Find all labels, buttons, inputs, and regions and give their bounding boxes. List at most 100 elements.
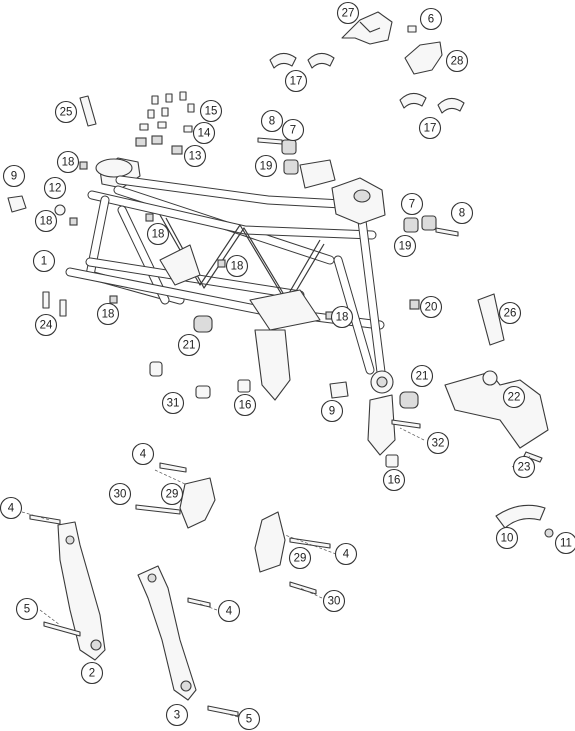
callout-number: 20 [425,302,438,314]
callout-number: 6 [428,14,434,26]
callout-number: 30 [328,596,341,608]
callout-circle [281,118,305,142]
callout-circle [160,482,184,506]
callout-circle [43,176,67,200]
callout-number: 19 [399,241,412,253]
callout-number: 5 [24,604,30,616]
callout-29: 29 [160,482,184,506]
callout-circle [502,385,526,409]
callout-circle [418,116,442,140]
callout-9: 9 [320,399,344,423]
callout-number: 7 [409,199,415,211]
callout-number: 8 [459,208,465,220]
callout-23: 23 [512,455,536,479]
callout-28: 28 [445,49,469,73]
callout-circle [320,399,344,423]
callout-circle [146,222,170,246]
callout-circle [177,333,201,357]
callout-circle [56,150,80,174]
callout-22: 22 [502,385,526,409]
callout-circle [426,431,450,455]
callout-number: 18 [102,309,115,321]
callout-11: 11 [554,531,575,555]
callout-circle [419,295,443,319]
callout-number: 9 [11,171,17,183]
callout-number: 21 [183,340,196,352]
callout-8: 8 [260,109,284,133]
callout-number: 18 [62,157,75,169]
callout-circle [330,305,354,329]
callout-circle [237,707,261,731]
callout-number: 5 [246,714,252,726]
callout-circle [284,69,308,93]
callout-circle [260,109,284,133]
callout-19: 19 [254,154,278,178]
callout-number: 7 [290,125,296,137]
callout-18: 18 [146,222,170,246]
callout-13: 13 [183,144,207,168]
callout-16: 16 [382,468,406,492]
callout-number: 4 [226,606,233,618]
callout-circle [192,121,216,145]
callout-circle [450,201,474,225]
callout-number: 16 [388,475,401,487]
callout-number: 29 [166,489,179,501]
callout-circle [34,313,58,337]
callout-number: 29 [294,553,307,565]
callout-circle [183,144,207,168]
callout-25: 25 [54,100,78,124]
callout-number: 4 [343,549,350,561]
callout-circle [445,49,469,73]
callout-5: 5 [237,707,261,731]
callout-24: 24 [34,313,58,337]
callout-6: 6 [419,7,443,31]
callout-circle [2,164,26,188]
callout-number: 12 [49,183,62,195]
callout-30: 30 [322,589,346,613]
callout-circle [96,302,120,326]
callout-number: 30 [114,489,127,501]
callout-circle [80,661,104,685]
callout-circle [233,393,257,417]
callout-19: 19 [393,234,417,258]
callout-number: 10 [501,533,514,545]
callout-number: 17 [290,76,303,88]
callout-18: 18 [96,302,120,326]
callout-number: 11 [560,538,572,550]
callout-4: 4 [131,442,155,466]
callout-number: 32 [432,438,445,450]
callout-3: 3 [165,703,189,727]
callout-number: 22 [508,392,521,404]
callout-number: 26 [504,308,517,320]
callout-circle [0,496,23,520]
callout-18: 18 [56,150,80,174]
callout-number: 27 [342,8,355,20]
callout-number: 25 [60,107,73,119]
callout-number: 18 [231,261,244,273]
callout-number: 21 [416,371,429,383]
callout-1: 1 [32,249,56,273]
callout-circle [15,597,39,621]
callout-20: 20 [419,295,443,319]
callout-circle [512,455,536,479]
main-frame-part-1 [65,157,396,456]
callout-circle [108,482,132,506]
callout-circle [400,192,424,216]
callout-circle [382,468,406,492]
callout-9: 9 [2,164,26,188]
callout-number: 18 [40,216,53,228]
callout-4: 4 [217,599,241,623]
callout-number: 3 [174,710,180,722]
callout-number: 23 [518,462,531,474]
callout-circle [288,546,312,570]
callout-number: 9 [329,406,335,418]
callout-8: 8 [450,201,474,225]
callout-21: 21 [410,364,434,388]
callout-14: 14 [192,121,216,145]
callout-number: 24 [40,320,53,332]
callout-number: 28 [451,56,464,68]
callout-17: 17 [284,69,308,93]
